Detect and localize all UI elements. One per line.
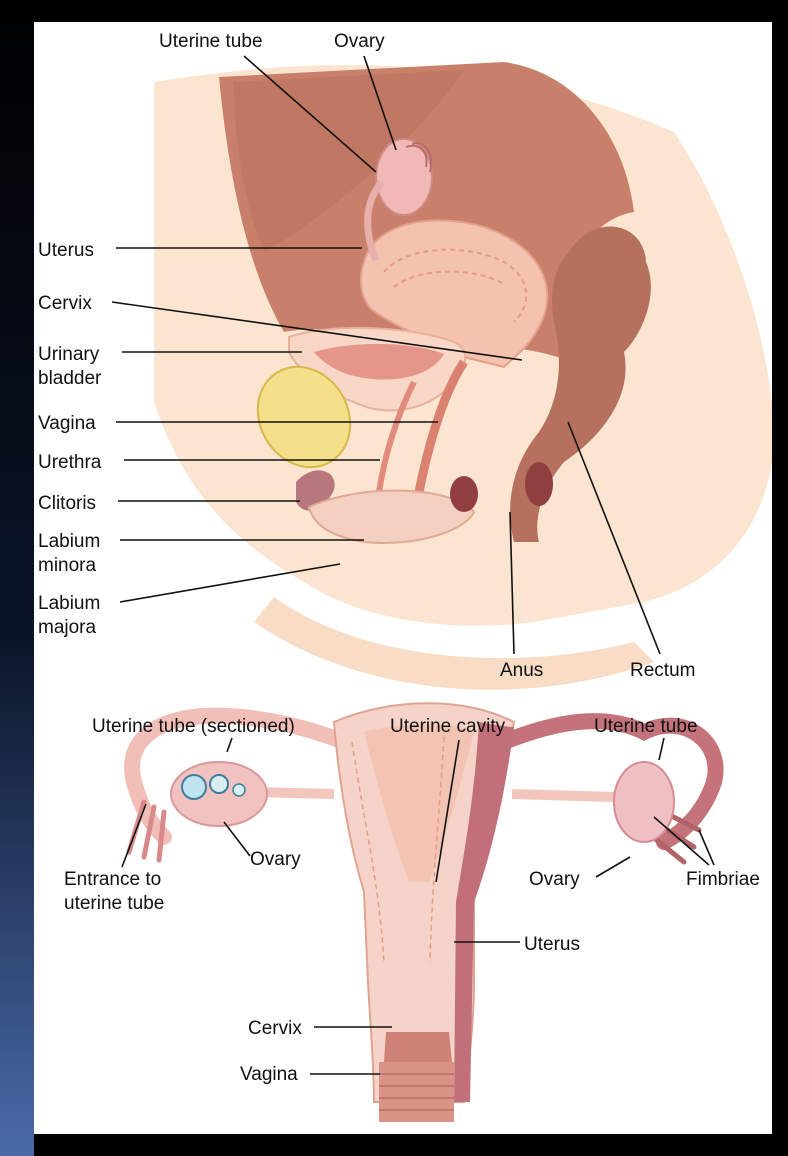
vagina-front-shape xyxy=(379,1062,454,1122)
follicle-3 xyxy=(233,784,245,796)
label-cervix-side: Cervix xyxy=(38,293,92,314)
cervix-front-shape xyxy=(384,1032,452,1062)
label-uterine-tube-right: Uterine tube xyxy=(594,716,698,737)
follicle-2 xyxy=(210,775,228,793)
label-urethra: Urethra xyxy=(38,452,102,473)
label-entrance-1: Entrance to xyxy=(64,869,161,890)
label-fimbriae: Fimbriae xyxy=(686,869,760,890)
sphincter-right xyxy=(525,462,553,506)
label-rectum: Rectum xyxy=(630,660,695,681)
ovary-front-right-shape xyxy=(614,762,674,842)
label-cervix-front: Cervix xyxy=(248,1018,302,1039)
label-ovary-front-right: Ovary xyxy=(529,869,580,890)
leader-ovary-front-right xyxy=(596,857,630,877)
label-uterine-tube-top: Uterine tube xyxy=(159,31,263,52)
anatomy-diagram: Uterine tube Ovary Uterus Cervix Urinary… xyxy=(34,22,772,1134)
sagittal-view: Uterine tube Ovary Uterus Cervix Urinary… xyxy=(38,31,772,690)
label-labium-majora-2: majora xyxy=(38,617,97,638)
label-labium-majora-1: Labium xyxy=(38,593,100,614)
leader-fimbriae-b xyxy=(699,830,714,865)
follicle-1 xyxy=(182,775,206,799)
ovarian-ligament-right xyxy=(512,794,614,797)
label-vagina-side: Vagina xyxy=(38,413,96,434)
label-labium-minora-1: Labium xyxy=(38,531,100,552)
label-uterus-side: Uterus xyxy=(38,240,94,261)
label-uterus-front: Uterus xyxy=(524,934,580,955)
label-ovary-top: Ovary xyxy=(334,31,385,52)
label-uterine-tube-sectioned: Uterine tube (sectioned) xyxy=(92,716,295,737)
leader-uterine-tube-sectioned xyxy=(227,738,232,752)
leader-uterine-tube-right xyxy=(659,738,664,760)
label-anus: Anus xyxy=(500,660,543,681)
sphincter-left xyxy=(450,476,478,512)
label-uterine-cavity: Uterine cavity xyxy=(390,716,506,737)
label-entrance-2: uterine tube xyxy=(64,893,164,914)
label-clitoris: Clitoris xyxy=(38,493,96,514)
leader-ovary-front-left xyxy=(224,822,250,856)
anatomy-figure: Uterine tube Ovary Uterus Cervix Urinary… xyxy=(34,22,772,1134)
label-urinary: Urinary xyxy=(38,344,100,365)
label-ovary-front-left: Ovary xyxy=(250,849,301,870)
label-bladder: bladder xyxy=(38,368,102,389)
frontal-view: Uterine tube (sectioned) Uterine cavity … xyxy=(64,703,760,1122)
label-labium-minora-2: minora xyxy=(38,555,97,576)
label-vagina-front: Vagina xyxy=(240,1064,298,1085)
